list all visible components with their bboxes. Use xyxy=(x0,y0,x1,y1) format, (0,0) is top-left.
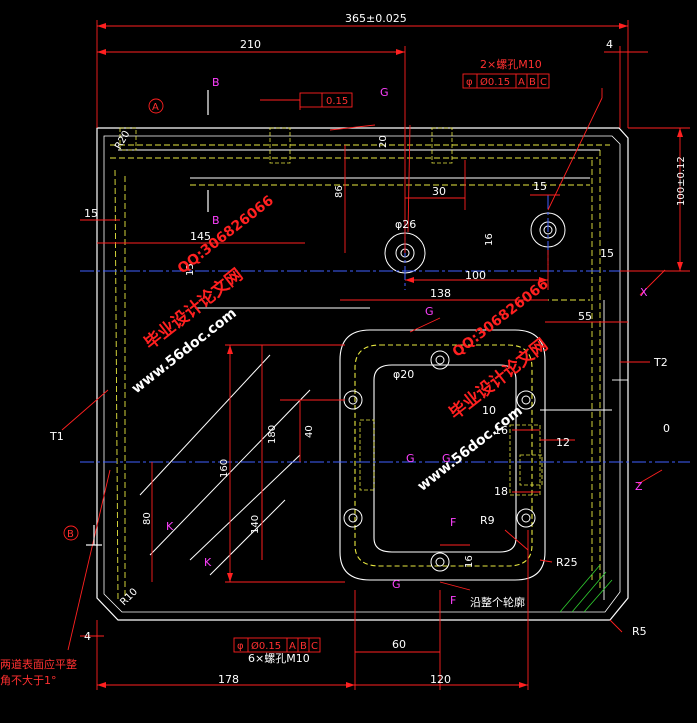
arrowheads xyxy=(97,23,683,688)
section-x: X xyxy=(640,286,648,299)
note-line-1: 两道表面应平整 xyxy=(0,657,77,671)
dim-dia26: φ26 xyxy=(395,218,416,231)
gtol-top-datum-b: B xyxy=(529,77,536,88)
gtol-top-datum-c: C xyxy=(540,77,547,88)
dim-86: 86 xyxy=(334,185,345,198)
gtol-bottom-datum-b: B xyxy=(300,641,307,652)
dim-12: 12 xyxy=(556,436,570,449)
watermark-left: 毕业设计论文网 www.56doc.com QQ:306826066 xyxy=(129,193,277,397)
tolerance-frames xyxy=(63,73,550,653)
section-markers xyxy=(86,90,209,546)
dim-80: 80 xyxy=(142,512,153,525)
section-f-bottom: F xyxy=(450,594,456,607)
note-line-2: 角不大于1° xyxy=(0,673,57,687)
dim-10: 10 xyxy=(482,404,496,417)
dim-120: 120 xyxy=(430,673,451,686)
gtol-bottom-symbol: φ xyxy=(237,641,244,652)
dim-18: 18 xyxy=(494,485,508,498)
dim-145: 145 xyxy=(190,230,211,243)
gtol-top-datum-a: A xyxy=(518,77,525,88)
dim-dia20: φ20 xyxy=(393,368,414,381)
watermark-site-right: www.56doc.com xyxy=(415,403,526,495)
dim-16-b: 16 xyxy=(494,424,508,437)
thread-top-label: 2×螺孔M10 xyxy=(480,58,542,71)
dim-16-c: 16 xyxy=(464,555,475,568)
section-z: Z xyxy=(635,480,643,493)
section-k-right: K xyxy=(204,556,212,569)
dim-40: 40 xyxy=(304,425,315,438)
dim-15-mid: 15 xyxy=(185,263,196,276)
dim-0: 0 xyxy=(663,422,670,435)
inner-pocket-lines xyxy=(110,144,610,601)
dimension-lines xyxy=(61,20,690,690)
gtol-bottom-datum-a: A xyxy=(289,641,296,652)
hidden-slots xyxy=(119,127,543,496)
gtol-top-value: Ø0.15 xyxy=(480,76,510,88)
section-g-right: G xyxy=(442,452,451,465)
central-pocket xyxy=(339,329,546,581)
dim-16-a: 16 xyxy=(484,233,495,246)
dim-140: 140 xyxy=(250,515,261,534)
datum-b-label: B xyxy=(67,529,74,540)
dim-60: 60 xyxy=(392,638,406,651)
dim-180: 180 xyxy=(267,425,278,444)
dim-4-left: 4 xyxy=(84,630,91,643)
section-b-bottom: B xyxy=(212,214,220,227)
gtol-bottom-value: Ø0.15 xyxy=(251,640,281,652)
gtol-bottom-datum-c: C xyxy=(311,641,318,652)
gtol-top-symbol: φ xyxy=(466,77,473,88)
dim-15-lower-right: 15 xyxy=(600,247,614,260)
part-outline xyxy=(96,127,629,621)
section-g-mid: G xyxy=(425,305,434,318)
contour-note: 沿整个轮廓 xyxy=(470,595,525,609)
dim-15-left: 15 xyxy=(84,207,98,220)
datum-a-label: A xyxy=(152,102,159,113)
label-t2: T2 xyxy=(653,356,668,369)
label-t1: T1 xyxy=(49,430,64,443)
radius-r20: R20 xyxy=(113,129,132,152)
dim-178: 178 xyxy=(218,673,239,686)
flatness-value: 0.15 xyxy=(326,96,348,107)
section-f-top: F xyxy=(450,516,456,529)
section-b-top: B xyxy=(212,76,220,89)
radius-r25: R25 xyxy=(556,556,578,569)
inner-solid-lines xyxy=(118,149,628,600)
dim-55: 55 xyxy=(578,310,592,323)
thread-bottom-label: 6×螺孔M10 xyxy=(248,652,310,665)
dim-4-top: 4 xyxy=(606,38,613,51)
radius-r10: R10 xyxy=(118,586,140,608)
dim-overall-width: 365±0.025 xyxy=(345,12,407,25)
dim-100-v: 100±0.12 xyxy=(676,156,687,206)
radius-r9: R9 xyxy=(480,514,495,527)
dim-210: 210 xyxy=(240,38,261,51)
dim-160: 160 xyxy=(219,459,230,478)
dim-100-h: 100 xyxy=(465,269,486,282)
dim-20: 20 xyxy=(378,135,389,148)
radius-r5: R5 xyxy=(632,625,647,638)
green-hatch xyxy=(559,564,613,613)
section-g-top: G xyxy=(380,86,389,99)
section-k-left: K xyxy=(166,520,174,533)
dim-138: 138 xyxy=(430,287,451,300)
section-g-center: G xyxy=(406,452,415,465)
dim-30: 30 xyxy=(432,185,446,198)
dim-15-right: 15 xyxy=(533,180,547,193)
section-g-bottom: G xyxy=(392,578,401,591)
